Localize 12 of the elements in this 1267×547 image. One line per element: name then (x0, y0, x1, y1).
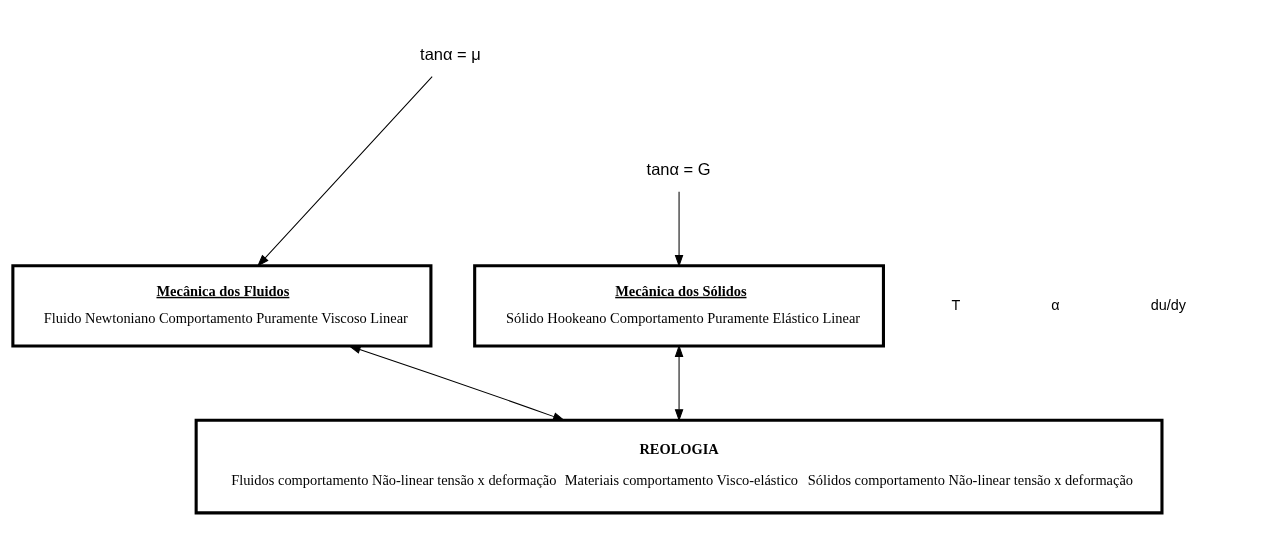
node-text: tanα = G (646, 159, 711, 178)
label: α (1051, 296, 1060, 313)
node-text: tanα = μ (420, 44, 481, 63)
node-box: Mecânica dos Fluidos Fluido Newtoniano Comportamento Puramente Viscoso Linear (11, 263, 433, 348)
arrow (674, 190, 684, 267)
label: du/dy (1150, 296, 1186, 313)
arrow (348, 344, 566, 421)
arrow (674, 344, 684, 422)
arrow (257, 75, 433, 267)
node-box: Mecânica dos Sólidos Sólido Hookeano Comportamento Puramente Elástico Linear (473, 263, 885, 348)
label: T (951, 296, 961, 313)
node-box: REOLOGIA Fluidos comportamento Não-linear tensão x deformação Materiais comportamento Visco-elástico Sólidos comportamento Não-linear tensão x deformação (194, 418, 1164, 514)
